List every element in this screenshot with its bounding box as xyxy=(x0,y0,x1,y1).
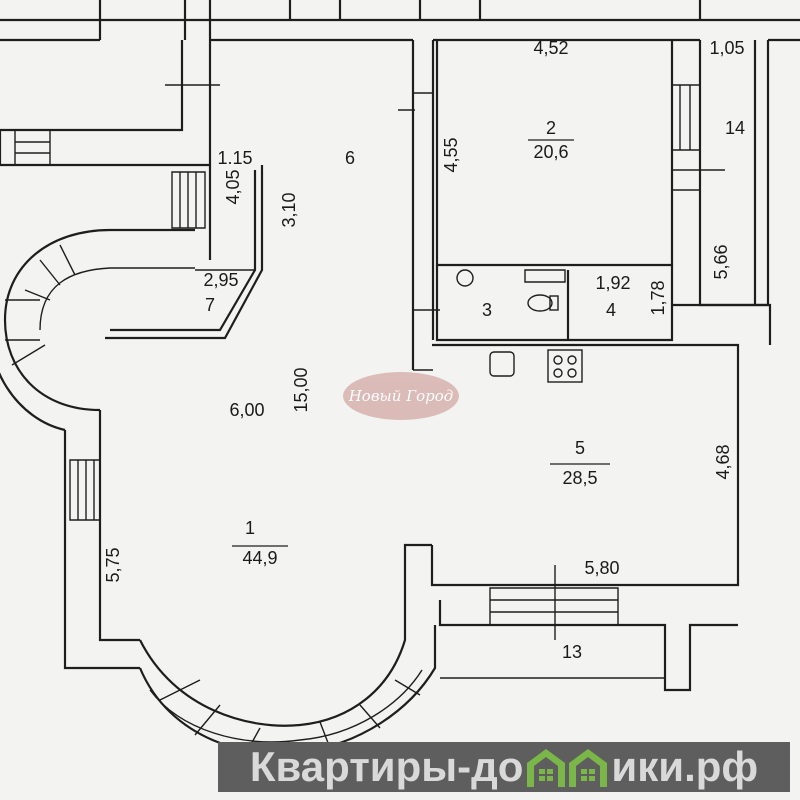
dim-label: 5,66 xyxy=(711,244,731,279)
dim-label: 6,00 xyxy=(229,400,264,420)
room-6-number: 6 xyxy=(345,148,355,168)
room-3-number: 3 xyxy=(482,300,492,320)
dim-label: 4,55 xyxy=(441,137,461,172)
dim-label: 1,78 xyxy=(648,280,668,315)
dim-label: 4,52 xyxy=(533,38,568,58)
dim-label: 1,92 xyxy=(595,273,630,293)
room-1-area: 44,9 xyxy=(242,548,277,568)
banner-text-left: Квартиры-до xyxy=(249,743,524,790)
watermark-logo: Новый Город xyxy=(343,372,459,420)
watermark-logo-text: Новый Город xyxy=(348,387,454,405)
room-labels: 2 20,6 14 6 7 3 4 5 28,5 1 44,9 13 xyxy=(205,118,745,662)
dim-label: 3,10 xyxy=(279,192,299,227)
room-14-number: 14 xyxy=(725,118,745,138)
room-13-number: 13 xyxy=(562,642,582,662)
houses-logo-icon xyxy=(527,749,608,787)
dim-label: 4,05 xyxy=(223,169,243,204)
dim-label: 1.15 xyxy=(217,148,252,168)
room-1-number: 1 xyxy=(245,518,255,538)
banner-text-right: ики.рф xyxy=(611,743,759,790)
room-5-area: 28,5 xyxy=(562,468,597,488)
room-5-number: 5 xyxy=(575,438,585,458)
dim-label: 1,05 xyxy=(709,38,744,58)
dim-label: 15,00 xyxy=(291,367,311,412)
dim-label: 2,95 xyxy=(203,270,238,290)
dimension-labels: 4,52 1,05 1.15 2,95 1,92 6,00 5,80 4,55 … xyxy=(103,38,745,583)
walls xyxy=(0,0,800,756)
watermark-banner: Квартиры-до ики.рф xyxy=(218,742,790,792)
dim-label: 4,68 xyxy=(713,444,733,479)
room-2-area: 20,6 xyxy=(533,142,568,162)
room-2-number: 2 xyxy=(546,118,556,138)
room-4-number: 4 xyxy=(606,300,616,320)
dim-label: 5,80 xyxy=(584,558,619,578)
dim-label: 5,75 xyxy=(103,547,123,582)
room-7-number: 7 xyxy=(205,295,215,315)
